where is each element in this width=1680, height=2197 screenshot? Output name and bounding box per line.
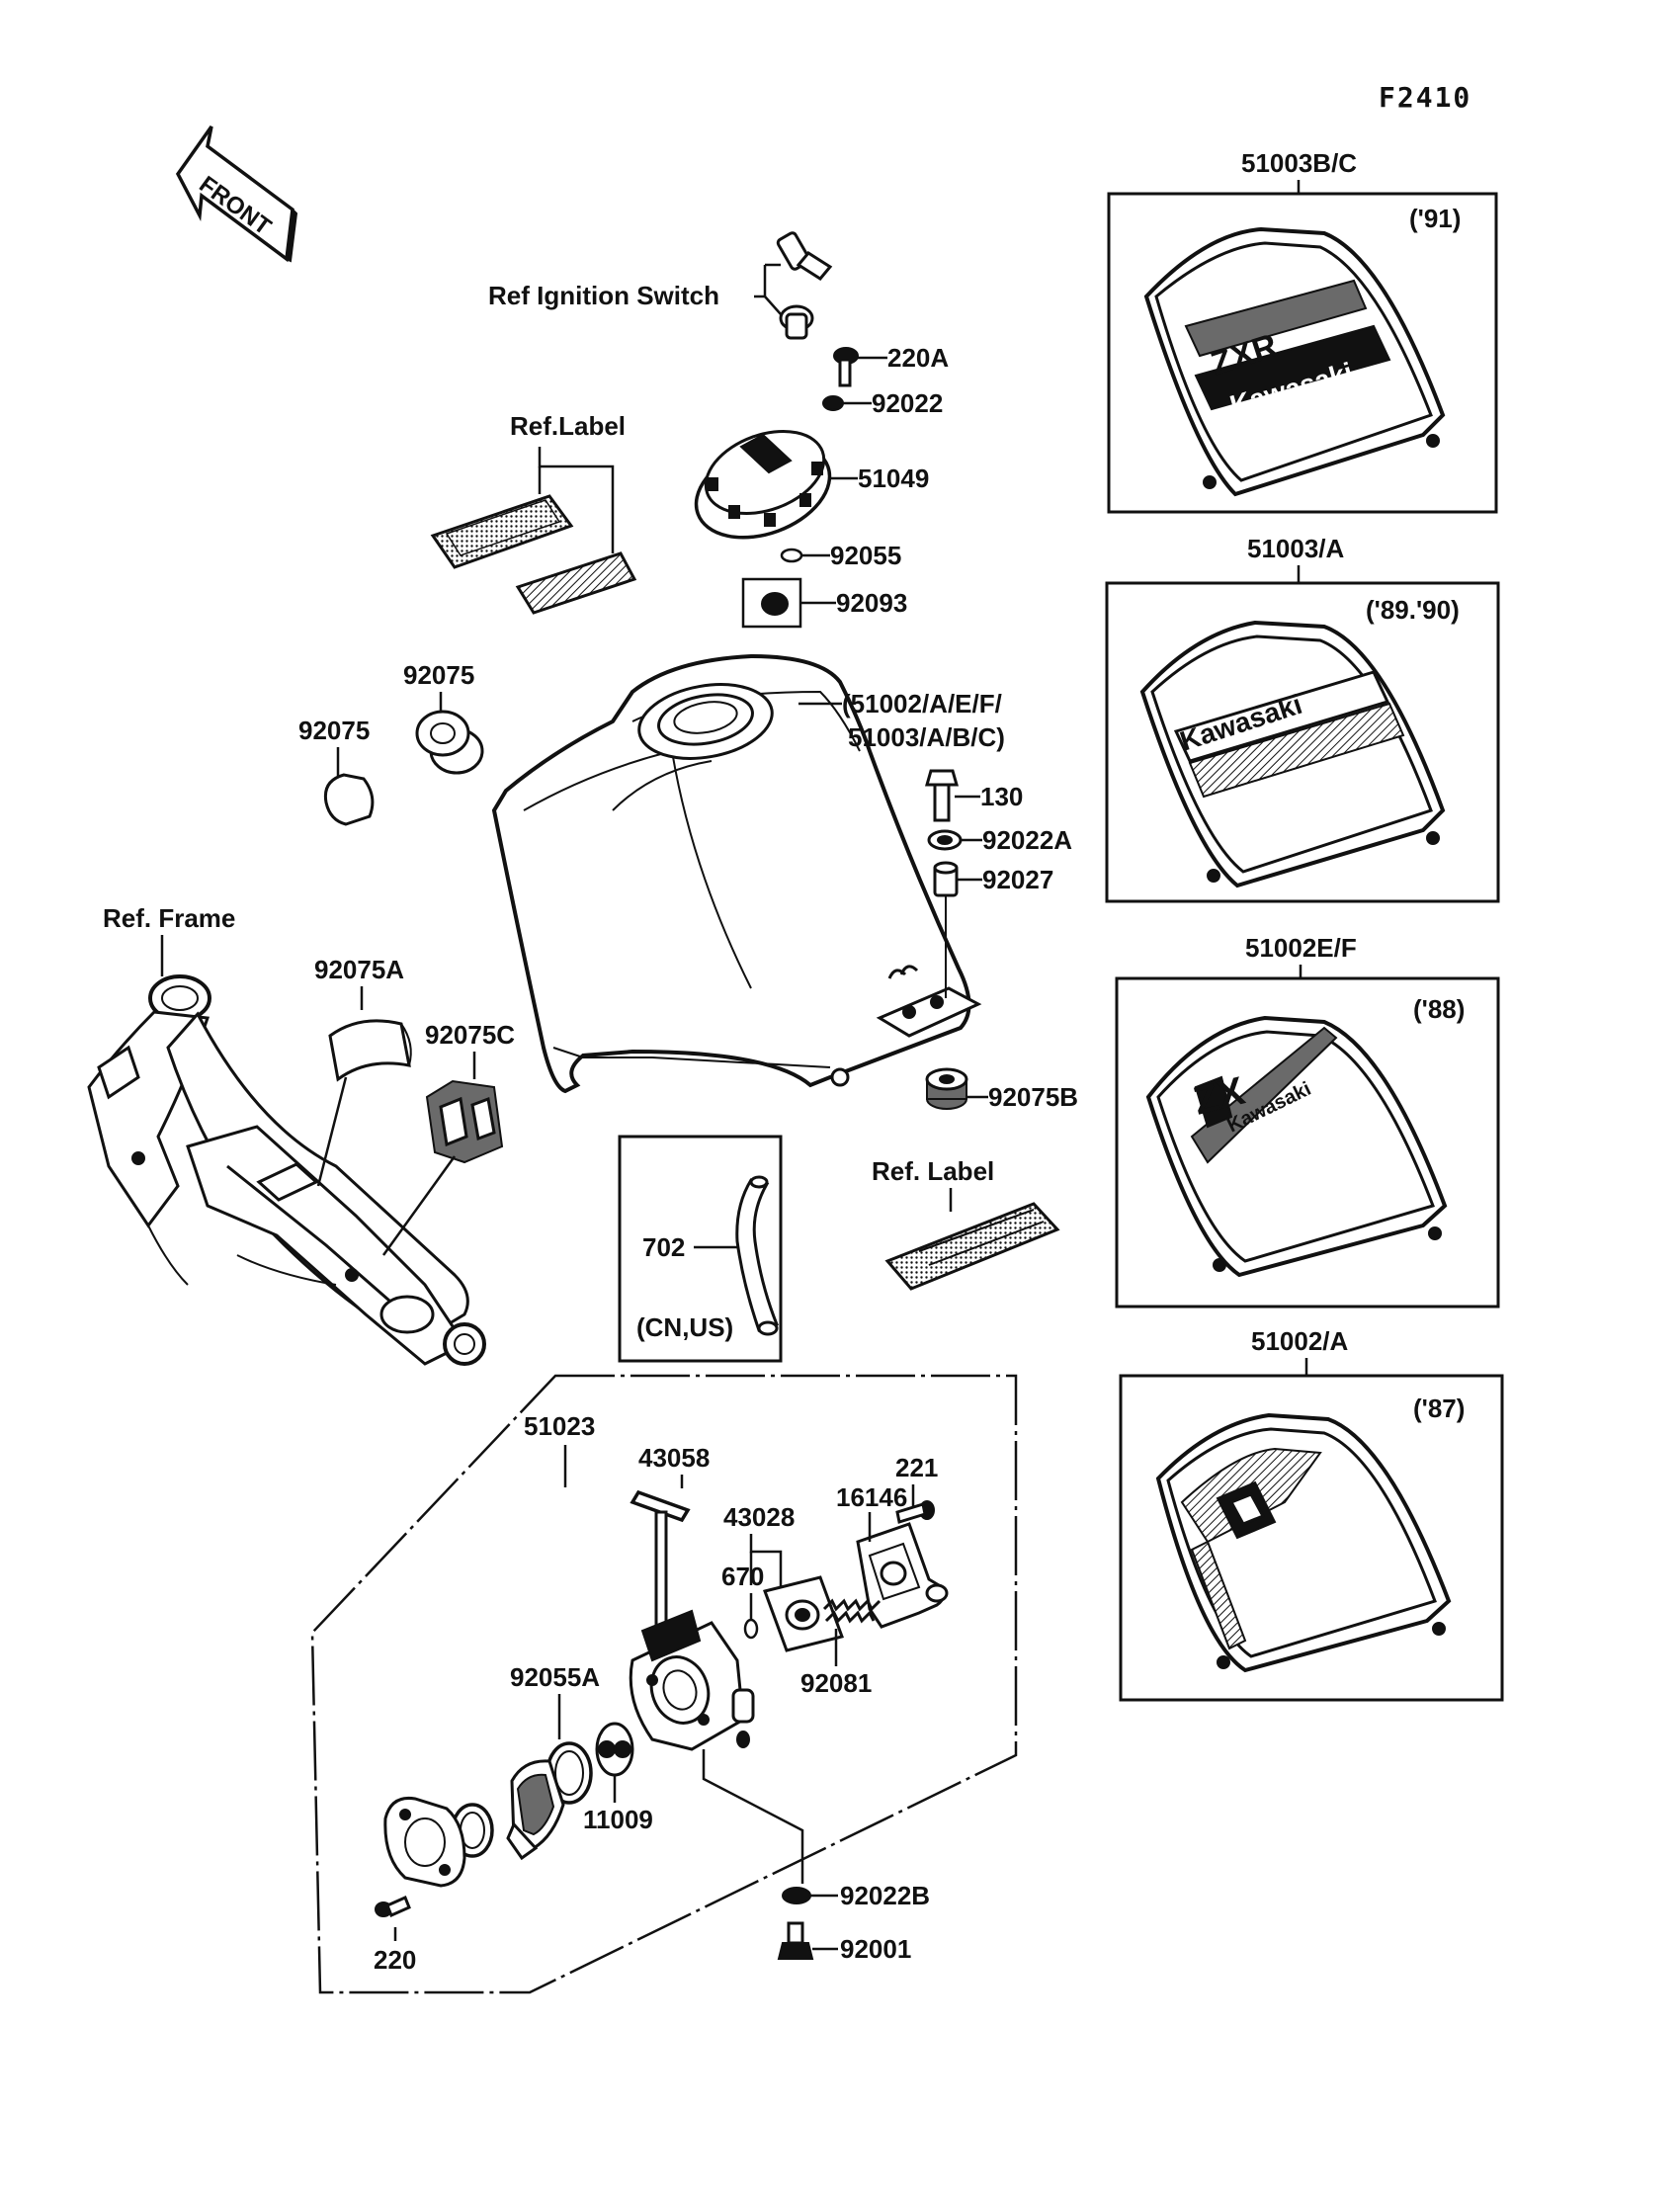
label-51023: 51023 [524,1411,595,1441]
label-92075A: 92075A [314,955,404,984]
screw-220-part [375,1895,411,1918]
variant-part-1: 51003B/C [1241,148,1357,178]
label-43058: 43058 [638,1443,710,1473]
pad-92075A-part [328,1019,412,1082]
ref-label-sticker-3 [884,1202,1060,1291]
figure-code: F2410 [1379,81,1471,114]
assembly-51023-outline [310,1374,1018,1994]
diaphragm-43028-part [763,1575,844,1652]
ignition-key-part [776,231,833,340]
label-92027: 92027 [982,865,1053,894]
label-92075C: 92075C [425,1020,515,1050]
variant-part-4: 51002/A [1251,1326,1349,1356]
front-arrow-icon: FRONT [175,125,298,263]
gasket-43058-part [630,1489,691,1523]
label-92075B: 92075B [988,1082,1078,1112]
label-tank-line2: 51003/A/B/C) [848,722,1005,752]
rubber-92075-b-part [323,773,375,826]
label-92022B: 92022B [840,1881,930,1910]
ref-frame-label: Ref. Frame [103,903,235,933]
variant-51003-A: 51003/A ('89.'90) Kawasaki [1105,534,1500,903]
collar-92027-part [933,861,959,897]
label-11009: 11009 [583,1805,653,1834]
oring-670-part [743,1618,759,1640]
variant-51002-A: 51002/A ('87) [1119,1326,1504,1702]
variant-year-4: ('87) [1413,1394,1465,1423]
screw-221-part [895,1500,935,1524]
ref-ignition-switch-label: Ref Ignition Switch [488,281,719,310]
label-670: 670 [721,1562,764,1591]
strainer-part [506,1759,565,1861]
ref-label-mid-label: Ref. Label [872,1156,994,1186]
variant-51002E-F: 51002E/F ('88) ZX Kawasaki [1115,933,1500,1309]
variant-part-2: 51003/A [1247,534,1345,563]
spring-92081-part [822,1598,882,1624]
variant-part-3: 51002E/F [1245,933,1357,963]
label-92081: 92081 [800,1668,872,1698]
label-221: 221 [895,1453,938,1482]
screw-220A-part [833,347,859,387]
oring-92055-part [780,548,803,563]
ref-label-top-label: Ref.Label [510,411,626,441]
label-92055: 92055 [830,541,901,570]
label-92001: 92001 [840,1934,911,1964]
washer-92022-part [822,395,844,411]
cover-16146-part [856,1522,949,1629]
plate-part [383,1796,466,1888]
variant-year-3: ('88) [1413,994,1465,1024]
label-43028: 43028 [723,1502,795,1532]
hose-702-box [618,1135,783,1363]
rubber-92075-a-part [415,710,484,775]
ref-label-sticker-2 [515,551,637,615]
label-92075-a: 92075 [403,660,474,690]
label-702: 702 [642,1232,685,1262]
fuel-cap-51049-part [694,429,832,540]
fuel-cock-body-part [629,1510,755,1751]
label-220: 220 [374,1945,416,1975]
label-16146: 16146 [836,1482,907,1512]
variant-year-2: ('89.'90) [1366,595,1460,625]
frame-part [87,974,486,1366]
variant-year-1: ('91) [1409,204,1461,233]
damper-92075B-part [925,1067,968,1110]
filter-11009-part [595,1722,634,1777]
bolt-130-part [925,769,959,822]
label-92022A: 92022A [982,825,1072,855]
bracket-92075C-part [425,1079,504,1164]
label-92022: 92022 [872,388,943,418]
label-92055A: 92055A [510,1662,600,1692]
label-tank-line1: (51002/A/E/F/ [842,689,1002,718]
label-220A: 220A [887,343,949,373]
fuel-tank-part [491,653,982,1094]
washer-92022A-part [927,829,963,851]
ref-label-sticker-1 [430,494,574,569]
bolt-92001-part [777,1921,814,1960]
variant-51003B-C: 51003B/C ('91) ZXR Kawasaki [1107,148,1498,514]
label-51049: 51049 [858,464,929,493]
label-92093: 92093 [836,588,907,618]
label-92075-b: 92075 [298,716,370,745]
washer-92022B-part [782,1887,811,1904]
valve-92093-part [741,577,802,629]
label-cn-us: (CN,US) [636,1312,733,1342]
label-130: 130 [980,782,1023,811]
